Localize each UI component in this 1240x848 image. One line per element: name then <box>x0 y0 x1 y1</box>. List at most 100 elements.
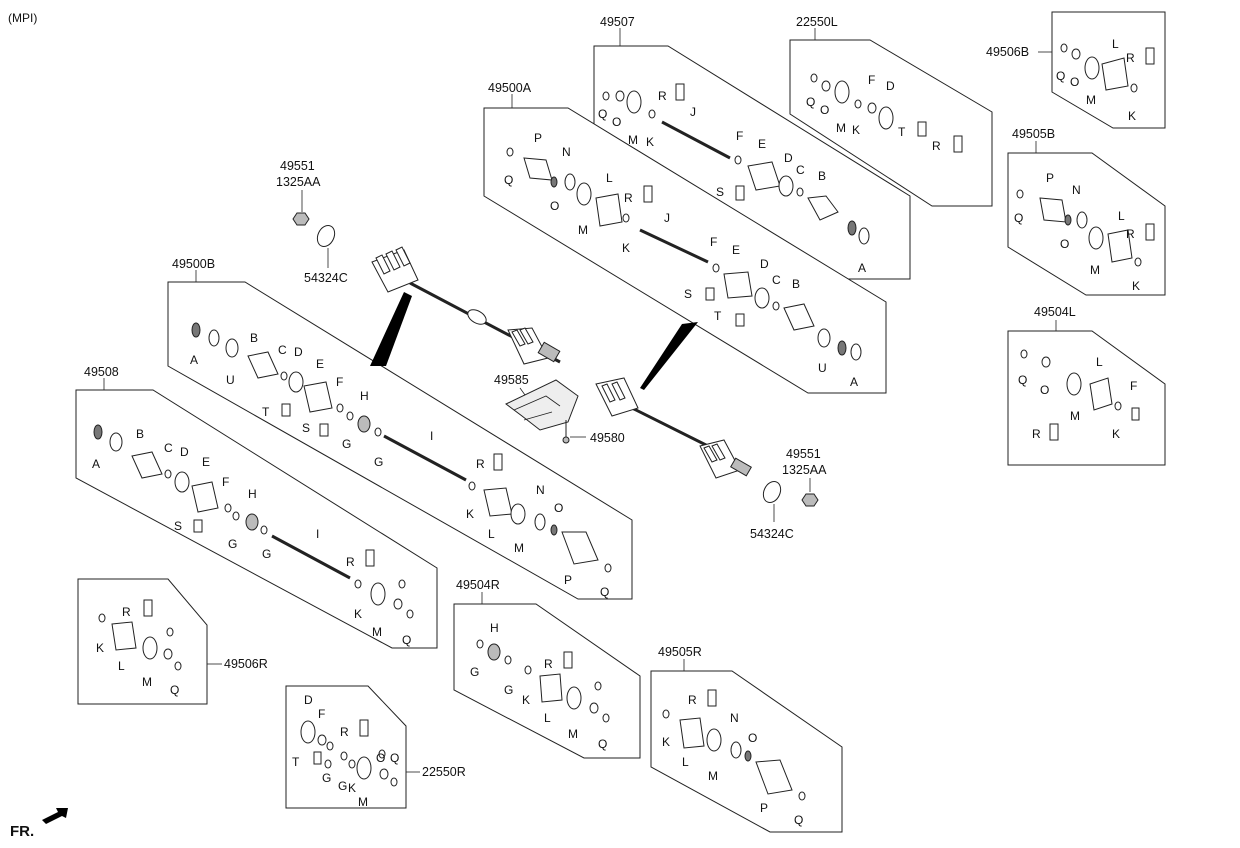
letter-N-49500A: N <box>562 145 571 159</box>
letter-P-49505R: P <box>760 801 768 815</box>
letter-T-49500B: T <box>262 405 270 419</box>
letter-M-49505B: M <box>1090 263 1100 277</box>
letter-O-49505R: O <box>748 731 757 745</box>
seal-54324C-top[interactable] <box>314 223 338 250</box>
letter-B-49500B: B <box>250 331 258 345</box>
part-number-54324C-bottom: 54324C <box>750 527 794 541</box>
letter-T-22550L: T <box>898 125 906 139</box>
kit-box-49506B[interactable]: 49506B <box>986 11 1166 129</box>
letter-G-49508-2: G <box>262 547 271 561</box>
part-number-22550R: 22550R <box>422 765 466 779</box>
kit-49500B-parts <box>191 322 612 573</box>
front-direction-label: FR. <box>10 823 34 840</box>
kit-box-49504L[interactable]: 49504L <box>1007 305 1166 466</box>
kit-49500A-parts <box>506 147 862 361</box>
bracket-49585[interactable] <box>505 379 579 431</box>
letter-J-49500A: J <box>664 211 670 225</box>
letter-H-49504R: H <box>490 621 499 635</box>
letter-N-49505R: N <box>730 711 739 725</box>
bottom-driveshaft-assembly[interactable] <box>595 377 752 479</box>
letter-Q-49506R: Q <box>170 683 179 697</box>
letter-A-49500B: A <box>190 353 198 367</box>
letter-M-49504R: M <box>568 727 578 741</box>
letter-D-49507: D <box>784 151 793 165</box>
part-number-54324C-top: 54324C <box>304 271 348 285</box>
kit-49506R-parts <box>98 599 182 671</box>
letter-R-49504L: R <box>1032 427 1041 441</box>
letter-D-49500B: D <box>294 345 303 359</box>
letter-F-49507: F <box>736 129 743 143</box>
letter-Q-22550R: Q <box>390 751 399 765</box>
front-arrow-icon <box>42 808 68 824</box>
kit-box-49505B[interactable]: 49505B <box>1007 127 1166 296</box>
letter-O-49505B: O <box>1060 237 1069 251</box>
nut-49551-top[interactable] <box>292 212 310 226</box>
letter-Q-49500A: Q <box>504 173 513 187</box>
variant-label: (MPI) <box>8 11 37 25</box>
letter-S-49500A: S <box>684 287 692 301</box>
kit-box-49505R[interactable]: 49505R <box>650 645 843 833</box>
letter-Q-49506B: Q <box>1056 69 1065 83</box>
part-number-49500B: 49500B <box>172 257 215 271</box>
kit-box-49506R[interactable]: 49506R <box>77 578 268 705</box>
letter-O-49506B: O <box>1070 75 1079 89</box>
letter-K-22550R: K <box>348 781 356 795</box>
letter-Q-49507: Q <box>598 107 607 121</box>
seal-54324C-bottom[interactable] <box>760 479 784 506</box>
letter-E-49508: E <box>202 455 210 469</box>
part-number-1325AA-bottom: 1325AA <box>782 463 827 477</box>
part-number-1325AA-top: 1325AA <box>276 175 321 189</box>
top-driveshaft-assembly[interactable] <box>371 246 561 365</box>
letter-R-49505R: R <box>688 693 697 707</box>
letter-M-49504L: M <box>1070 409 1080 423</box>
letter-R-22550L: R <box>932 139 941 153</box>
letter-G-49504R-2: G <box>504 683 513 697</box>
nut-49551-bottom[interactable] <box>801 493 819 507</box>
kit-49504L-parts <box>1020 349 1140 441</box>
letter-K-49505B: K <box>1132 279 1140 293</box>
letter-G-22550R-2: G <box>338 779 347 793</box>
letter-R-49506R: R <box>122 605 131 619</box>
bolt-49580[interactable] <box>562 420 570 444</box>
letter-F-49508: F <box>222 475 229 489</box>
letter-A-49508: A <box>92 457 100 471</box>
letter-O-49500B: O <box>554 501 563 515</box>
letter-H-49500B: H <box>360 389 369 403</box>
letter-K-49508: K <box>354 607 362 621</box>
kit-box-22550R[interactable]: 22550R <box>285 685 466 809</box>
part-number-49504R: 49504R <box>456 578 500 592</box>
letter-T-22550R: T <box>292 755 300 769</box>
part-number-49506B: 49506B <box>986 45 1029 59</box>
letter-O-22550L: O <box>820 103 829 117</box>
part-number-49508: 49508 <box>84 365 119 379</box>
letter-R-49508: R <box>346 555 355 569</box>
letter-N-49505B: N <box>1072 183 1081 197</box>
letter-O-49507: O <box>612 115 621 129</box>
letter-B-49508: B <box>136 427 144 441</box>
letter-H-49508: H <box>248 487 257 501</box>
letter-S-49508: S <box>174 519 182 533</box>
letter-L-49506B: L <box>1112 37 1119 51</box>
kit-49505R-parts <box>662 689 806 801</box>
letter-K-49504L: K <box>1112 427 1120 441</box>
letter-A-49507: A <box>858 261 866 275</box>
letter-K-49505R: K <box>662 735 670 749</box>
letter-K-49504R: K <box>522 693 530 707</box>
letter-K-22550L: K <box>852 123 860 137</box>
letter-U-49500A: U <box>818 361 827 375</box>
letter-R-49500A: R <box>624 191 633 205</box>
letter-S-49500B: S <box>302 421 310 435</box>
letter-K-49506B: K <box>1128 109 1136 123</box>
letter-B-49507: B <box>818 169 826 183</box>
letter-U-49500B: U <box>226 373 235 387</box>
letter-E-49500A: E <box>732 243 740 257</box>
letter-M-49500B: M <box>514 541 524 555</box>
letter-G-49508-1: G <box>228 537 237 551</box>
letter-Q-49504R: Q <box>598 737 607 751</box>
letter-F-22550L: F <box>868 73 875 87</box>
letter-F-49500B: F <box>336 375 343 389</box>
letter-M-49500A: M <box>578 223 588 237</box>
letter-R-22550R: R <box>340 725 349 739</box>
letter-O-49500A: O <box>550 199 559 213</box>
